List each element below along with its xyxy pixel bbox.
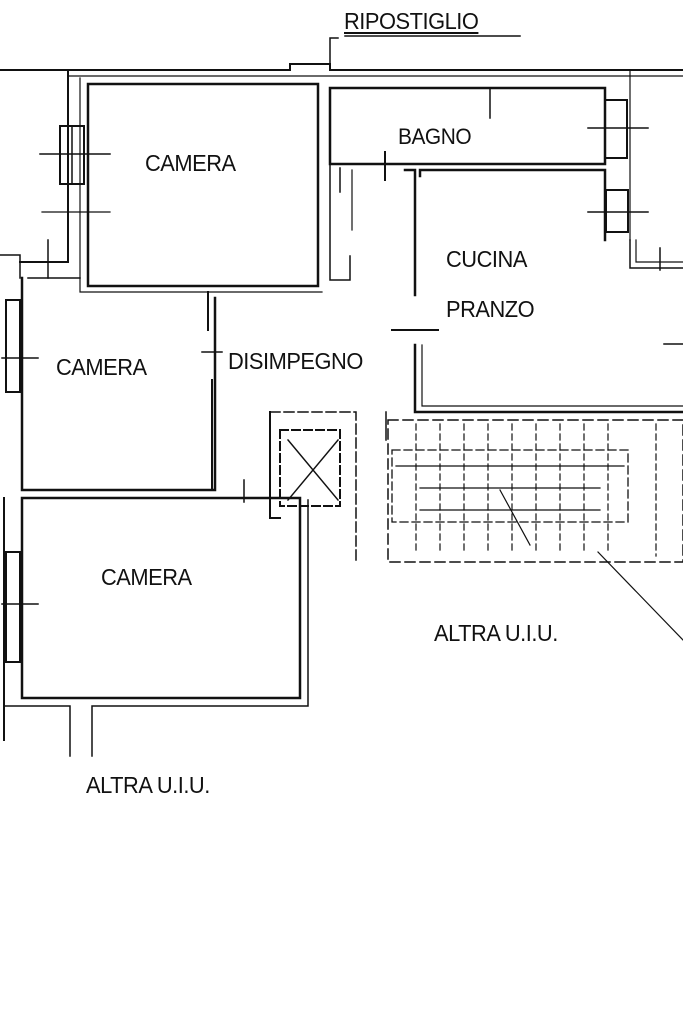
window-bagno	[605, 100, 627, 158]
ripostiglio-leader	[330, 38, 338, 64]
label-disimpegno: DISIMPEGNO	[228, 348, 363, 374]
label-camera-3: CAMERA	[101, 564, 192, 590]
leader-line	[598, 552, 683, 640]
label-bagno: BAGNO	[398, 124, 472, 149]
label-camera-2: CAMERA	[56, 354, 147, 380]
label-cucina: CUCINA	[446, 246, 527, 272]
camera-3-walls	[22, 498, 300, 698]
window-cucina	[606, 190, 628, 232]
camera-2-walls	[22, 278, 215, 490]
camera-1-walls	[88, 84, 318, 286]
stairwell	[388, 420, 683, 562]
label-altra-uiu-bottom: ALTRA U.I.U.	[86, 772, 210, 798]
label-pranzo: PRANZO	[446, 296, 535, 322]
label-ripostiglio: RIPOSTIGLIO	[344, 8, 479, 34]
outer-wall-top-left	[0, 70, 68, 262]
label-camera-1: CAMERA	[145, 150, 236, 176]
window-camera-2	[6, 300, 20, 392]
label-altra-uiu-right: ALTRA U.I.U.	[434, 620, 558, 646]
camera-1-outer	[80, 78, 322, 292]
window-camera-3	[6, 552, 20, 662]
lift-shaft	[280, 430, 340, 506]
outer-wall-top	[68, 64, 683, 70]
cucina-walls	[405, 170, 415, 295]
